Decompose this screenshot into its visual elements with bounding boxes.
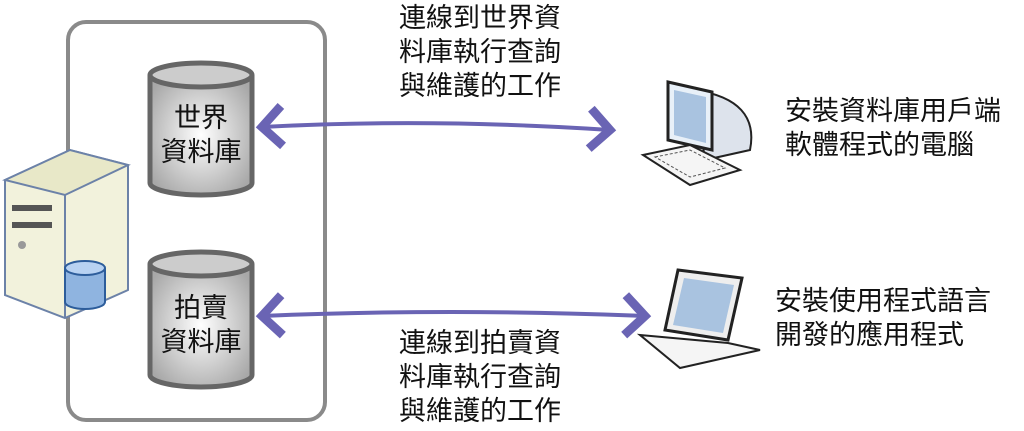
arrow-world: [255, 103, 617, 152]
server-icon: [2, 148, 131, 320]
text-line: 開發的應用程式: [775, 320, 964, 351]
text-line: 資料庫: [160, 327, 242, 358]
text-line: 連線到拍賣資: [399, 328, 561, 359]
laptop-icon: [636, 268, 761, 370]
desktop-label: 安裝資料庫用戶端 軟體程式的電腦: [785, 95, 1001, 163]
bottom-action-text: 連線到拍賣資 料庫執行查詢 與維護的工作: [380, 327, 580, 429]
text-line: 世界: [174, 103, 228, 134]
desktop-computer-icon: [640, 80, 753, 187]
text-line: 與維護的工作: [399, 396, 561, 427]
text-line: 與維護的工作: [399, 71, 561, 102]
database-auction-icon: [147, 249, 255, 390]
text-line: 連線到世界資: [399, 3, 561, 34]
text-line: 拍賣: [174, 293, 228, 324]
top-action-text: 連線到世界資 料庫執行查詢 與維護的工作: [380, 2, 580, 104]
text-line: 料庫執行查詢: [399, 37, 561, 68]
arrow-auction: [255, 292, 652, 339]
db-world-label: 世界 資料庫: [150, 102, 252, 170]
database-world-icon: [147, 60, 255, 198]
laptop-label: 安裝使用程式語言 開發的應用程式: [775, 285, 991, 353]
text-line: 安裝資料庫用戶端: [785, 96, 1001, 127]
text-line: 軟體程式的電腦: [785, 130, 974, 161]
db-auction-label: 拍賣 資料庫: [150, 292, 252, 360]
text-line: 資料庫: [160, 137, 242, 168]
text-line: 安裝使用程式語言: [775, 286, 991, 317]
text-line: 料庫執行查詢: [399, 362, 561, 393]
